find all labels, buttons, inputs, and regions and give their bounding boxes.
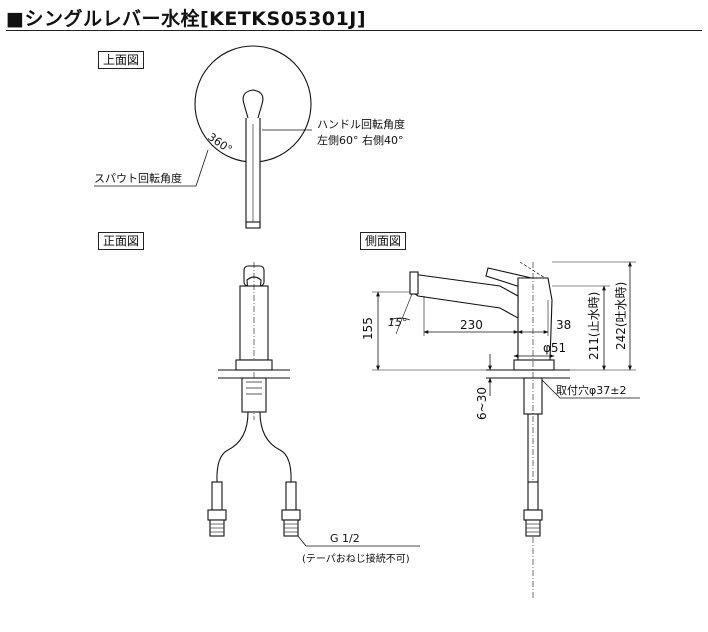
thread-leader bbox=[297, 535, 420, 547]
thread-note-label: (テーパおねじ接続不可) bbox=[302, 552, 410, 565]
front-view-label: 正面図 bbox=[98, 232, 145, 250]
dim-6-30-label: 6~30 bbox=[475, 387, 489, 420]
dim-230-label: 230 bbox=[460, 318, 483, 332]
front-base bbox=[235, 359, 273, 371]
side-view bbox=[372, 261, 640, 600]
side-lever-open-line bbox=[519, 261, 546, 279]
left-fitting bbox=[211, 481, 223, 511]
right-fitting bbox=[285, 481, 297, 511]
front-view bbox=[207, 262, 420, 547]
side-spout-tip bbox=[409, 271, 419, 295]
dim-51-label: φ51 bbox=[543, 341, 566, 355]
dim-38-label: 38 bbox=[556, 318, 571, 332]
thread-size-label: G 1/2 bbox=[330, 532, 360, 545]
handle-angle-title: ハンドル回転角度 bbox=[317, 117, 405, 131]
rotation-360-label: 360° bbox=[205, 130, 234, 156]
handle-angle-values: 左側60° 右側40° bbox=[317, 133, 404, 147]
spout-rotation-label: スパウト回転角度 bbox=[94, 171, 182, 185]
dim-155-label: 155 bbox=[361, 317, 375, 340]
front-hose-left bbox=[216, 411, 249, 483]
front-shank bbox=[241, 377, 267, 413]
spout-tip bbox=[245, 221, 261, 229]
top-view-label: 上面図 bbox=[98, 51, 145, 69]
angle-arc bbox=[389, 317, 411, 321]
title-underline bbox=[6, 30, 702, 31]
side-view-label: 側面図 bbox=[360, 232, 407, 250]
side-base bbox=[513, 359, 555, 371]
spout-rotation-leader bbox=[94, 149, 209, 187]
dim-242-label: 242(吐水時) bbox=[614, 282, 628, 350]
top-view bbox=[94, 45, 312, 229]
side-fitting bbox=[527, 481, 539, 511]
mount-hole-leader bbox=[541, 379, 640, 399]
page-title: ■シングルレバー水栓[KETKS05301J] bbox=[6, 8, 367, 30]
mount-hole-label: 取付穴φ37±2 bbox=[556, 383, 626, 397]
spout-angle-label: 15° bbox=[388, 316, 408, 329]
front-hose-right bbox=[259, 411, 292, 483]
dim-211-label: 211(止水時) bbox=[587, 292, 601, 360]
